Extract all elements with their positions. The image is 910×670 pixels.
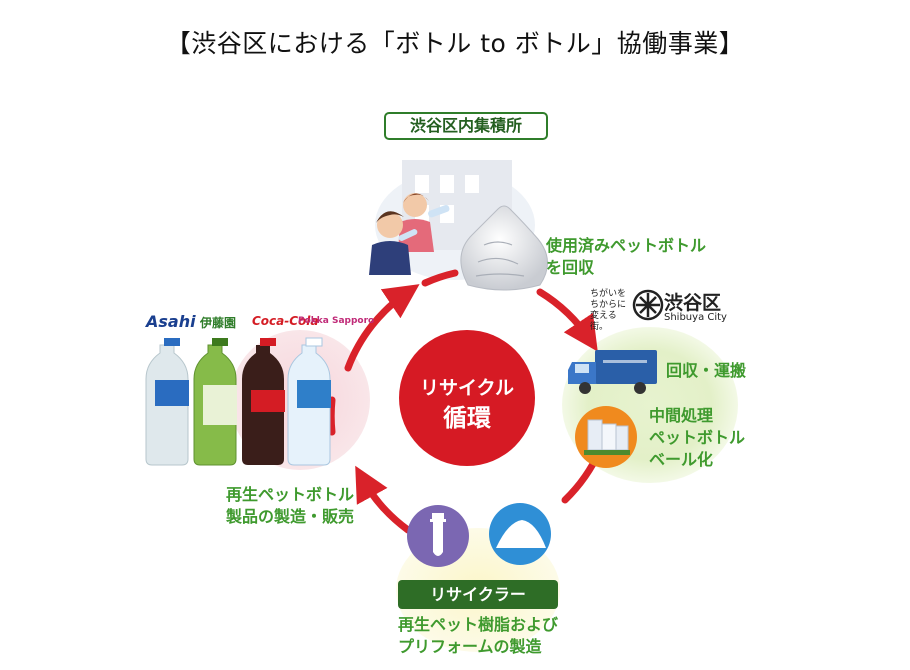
shibuya-tagline: ちがいを ちからに 変える街。 (590, 289, 627, 332)
recycle-center-circle (399, 330, 535, 466)
shibuya-logo-icon (632, 289, 664, 321)
trash-bag-icon (460, 205, 548, 291)
people-drinking-illustration (369, 193, 450, 275)
brand-itoen-logo: 伊藤園 (200, 316, 237, 330)
intermediate-processing-label: 中間処理 ペットボトル ベール化 (649, 406, 746, 469)
arrow-bag-to-truck (536, 288, 598, 352)
bale-processing-icon (575, 406, 637, 468)
products-label: 再生ペットボトル 製品の製造・販売 (226, 485, 355, 526)
shibuya-name: 渋谷区 (664, 292, 722, 314)
page-title: 【渋谷区における「ボトル to ボトル」協働事業】 (165, 29, 745, 58)
used-bottles-label: 使用済みペットボトル を回収 (546, 236, 707, 277)
recycler-label: リサイクラー (398, 580, 558, 609)
resin-pellets-icon (489, 503, 551, 565)
collection-site-label: 渋谷区内集積所 (384, 112, 548, 140)
preform-icon (407, 505, 469, 567)
shibuya-english: Shibuya City (664, 312, 727, 323)
bottle-products-illustration (145, 337, 331, 466)
garbage-truck-icon (568, 350, 657, 394)
brand-pokka-logo: Pokka Sapporo (298, 316, 375, 326)
center-label: リサイクル 循環 (419, 377, 515, 432)
brand-cocacola-logo: Coca-Cola (252, 314, 319, 328)
transport-label: 回収・運搬 (666, 361, 747, 380)
resin-label: 再生ペット樹脂および プリフォームの製造 (398, 615, 559, 656)
brand-asahi-logo: Asahi (146, 312, 196, 331)
arrow-products-to-collection (344, 284, 420, 372)
arrow-collection-to-bag (421, 269, 459, 287)
arrow-recycler-to-products (355, 465, 412, 534)
